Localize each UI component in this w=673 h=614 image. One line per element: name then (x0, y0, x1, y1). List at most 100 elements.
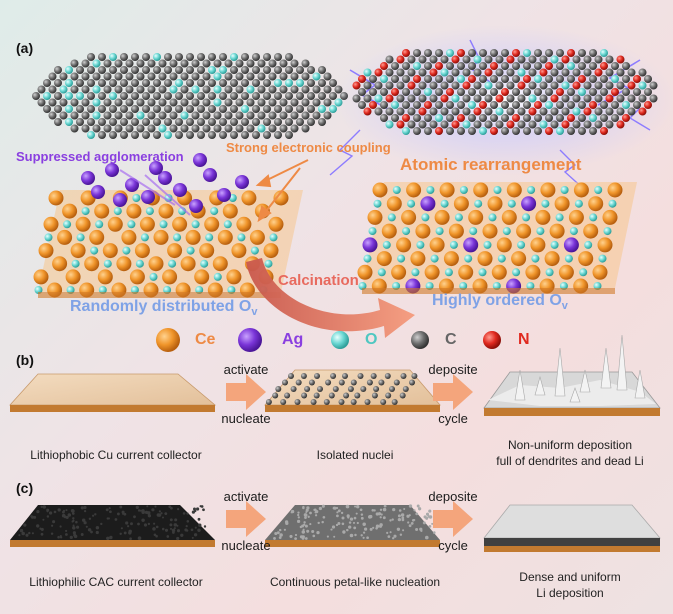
lattice-cation (172, 216, 188, 232)
sheet-atom (451, 55, 460, 64)
sheet-atom (202, 111, 211, 120)
suppressed-agglomeration-lines (119, 169, 191, 216)
texture-grain (387, 535, 391, 538)
texture-grain (185, 529, 189, 532)
c-step2-top: deposite (428, 489, 478, 504)
texture-grain (317, 521, 320, 525)
sheet-atom (153, 131, 161, 139)
texture-grain (18, 534, 21, 537)
sheet-atom (285, 53, 293, 61)
doped-carbon-sheet-left (32, 53, 348, 139)
sheet-atom (246, 111, 255, 120)
lattice-oxygen (205, 233, 214, 242)
texture-grain (90, 530, 93, 534)
texture-grain (332, 506, 336, 510)
lattice-cation (89, 229, 105, 245)
sheet-atom (131, 105, 139, 113)
sheet-atom (578, 75, 586, 83)
sheet-atom (534, 114, 542, 122)
sheet-atom (48, 72, 57, 81)
sheet-atom (413, 114, 421, 122)
sheet-atom (235, 59, 244, 68)
dendrite (600, 347, 612, 389)
texture-grain (375, 524, 380, 528)
texture-grain (383, 504, 387, 508)
sheet-atom (556, 49, 564, 57)
texture-grain (154, 505, 157, 508)
sheet-atom (54, 79, 62, 87)
silver-atom (113, 193, 127, 207)
sheet-atom (169, 98, 178, 107)
texture-grain (176, 536, 180, 541)
sheet-atom (556, 88, 564, 96)
sheet-atom (120, 118, 128, 126)
sheet-atom (246, 72, 255, 81)
sheet-atom (285, 118, 293, 126)
lattice-cation (222, 203, 238, 219)
texture-grain (146, 505, 149, 508)
sheet-atom (76, 92, 84, 100)
texture-grain (40, 527, 44, 531)
sheet-atom (257, 85, 266, 94)
lattice-oxygen (392, 186, 401, 194)
sheet-atom (59, 111, 68, 120)
texture-grain (83, 505, 87, 510)
sheet-atom (147, 124, 156, 133)
lattice-cation (592, 264, 608, 280)
lattice-cation (48, 190, 64, 206)
sheet-atom (136, 59, 145, 68)
sheet-atom (578, 101, 586, 109)
sheet-atom (191, 111, 200, 120)
sheet-atom (312, 72, 321, 81)
texture-grain (342, 530, 346, 534)
legend-sphere (156, 328, 180, 352)
sheet-atom (484, 107, 493, 116)
legend-sphere (331, 331, 349, 349)
sheet-atom (164, 92, 172, 100)
sheet-atom (142, 53, 150, 61)
b-step2-top: deposite (428, 362, 478, 377)
nucleus (409, 379, 415, 386)
sheet-atom (81, 111, 90, 120)
sheet-atom (213, 59, 222, 68)
sheet-atom (329, 92, 337, 100)
sheet-atom (257, 72, 266, 81)
dendrite (514, 369, 526, 401)
sheet-atom (219, 66, 227, 74)
sheet-atom (402, 62, 410, 70)
sheet-atom (191, 59, 200, 68)
texture-grain (415, 527, 419, 532)
sheet-atom (92, 124, 101, 133)
lattice-oxygen (603, 227, 612, 236)
sheet-atom (616, 68, 625, 77)
texture-grain (425, 512, 430, 516)
sheet-atom (230, 92, 238, 100)
sheet-atom (358, 101, 366, 109)
texture-grain (153, 533, 157, 537)
sheet-atom (153, 79, 161, 87)
sheet-atom (147, 59, 156, 68)
ceria-slab-random (33, 190, 303, 298)
sheet-atom (534, 62, 542, 70)
sheet-atom (638, 107, 647, 116)
sheet-atom (567, 75, 575, 83)
lattice-cation (573, 182, 589, 198)
dendrite (569, 387, 581, 403)
lattice-cation (544, 251, 560, 267)
texture-grain (382, 516, 386, 520)
sheet-atom (296, 79, 304, 87)
nucleus (338, 379, 345, 386)
nucleus (325, 379, 332, 386)
sheet-atom (424, 49, 432, 57)
texture-grain (137, 509, 141, 512)
silver-atom (203, 168, 217, 182)
sheet-atom (506, 55, 515, 64)
sheet-atom (429, 68, 438, 77)
sheet-atom (517, 94, 526, 103)
sheet-atom (633, 101, 641, 109)
sheet-atom (202, 124, 211, 133)
sheet-atom (241, 66, 249, 74)
texture-grain (147, 522, 151, 526)
texture-grain (192, 507, 197, 511)
sheet-atom (490, 114, 498, 122)
